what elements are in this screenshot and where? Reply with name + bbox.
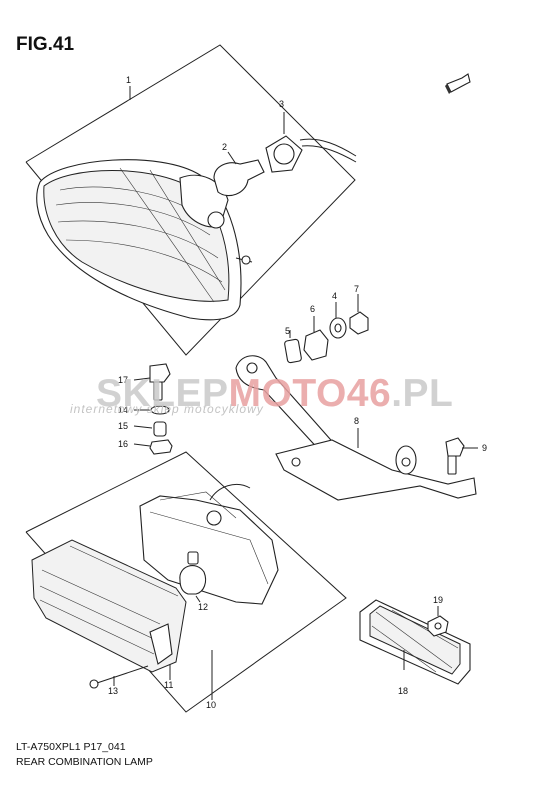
callout-9: 9: [482, 443, 487, 453]
hardware-17-14-15-16: [133, 363, 173, 455]
callout-8: 8: [354, 416, 359, 426]
tail-lamp-assembly: [25, 44, 356, 356]
socket-3: [265, 112, 357, 173]
watermark-logo: SKLEPMOTO46.PL: [96, 372, 453, 416]
reflector-18: [359, 599, 471, 685]
bolt-9: [445, 437, 478, 475]
callout-1: 1: [126, 75, 131, 85]
callout-16: 16: [118, 439, 128, 449]
callout-6: 6: [310, 304, 315, 314]
callout-10: 10: [206, 700, 216, 710]
diagram-name: REAR COMBINATION LAMP: [16, 756, 153, 768]
callout-13: 13: [108, 686, 118, 696]
callout-2: 2: [222, 142, 227, 152]
callout-11: 11: [164, 680, 173, 690]
watermark-tagline: internetowy sklep motocyklowy: [70, 402, 264, 416]
hardware-5-6-4-7: [284, 294, 369, 364]
callout-14: 14: [118, 405, 128, 415]
bulb-2: [213, 151, 265, 197]
callout-18: 18: [398, 686, 408, 696]
nut-19: [427, 606, 449, 637]
callout-12: 12: [198, 602, 208, 612]
watermark-brand-b: MOTO46: [228, 372, 392, 415]
bracket-8: [235, 355, 477, 501]
callout-4: 4: [332, 291, 337, 301]
callout-7: 7: [354, 284, 359, 294]
watermark-brand-c: .PL: [391, 372, 454, 415]
callout-3: 3: [279, 99, 284, 109]
callout-5: 5: [285, 326, 290, 336]
model-code: LT-A750XPL1 P17_041: [16, 741, 126, 753]
callout-19: 19: [433, 595, 443, 605]
callout-15: 15: [118, 421, 128, 431]
lower-lamp-assembly-10: [25, 451, 347, 713]
figure-title: FIG.41: [16, 34, 75, 55]
watermark-brand-a: SKLEP: [96, 372, 229, 415]
fwd-arrow-icon: [445, 73, 471, 94]
callout-labels: 1 2 3 4 5 6 7 8 9 10 11 12 13 14 15 16 1…: [108, 75, 487, 710]
callout-17: 17: [118, 375, 128, 385]
